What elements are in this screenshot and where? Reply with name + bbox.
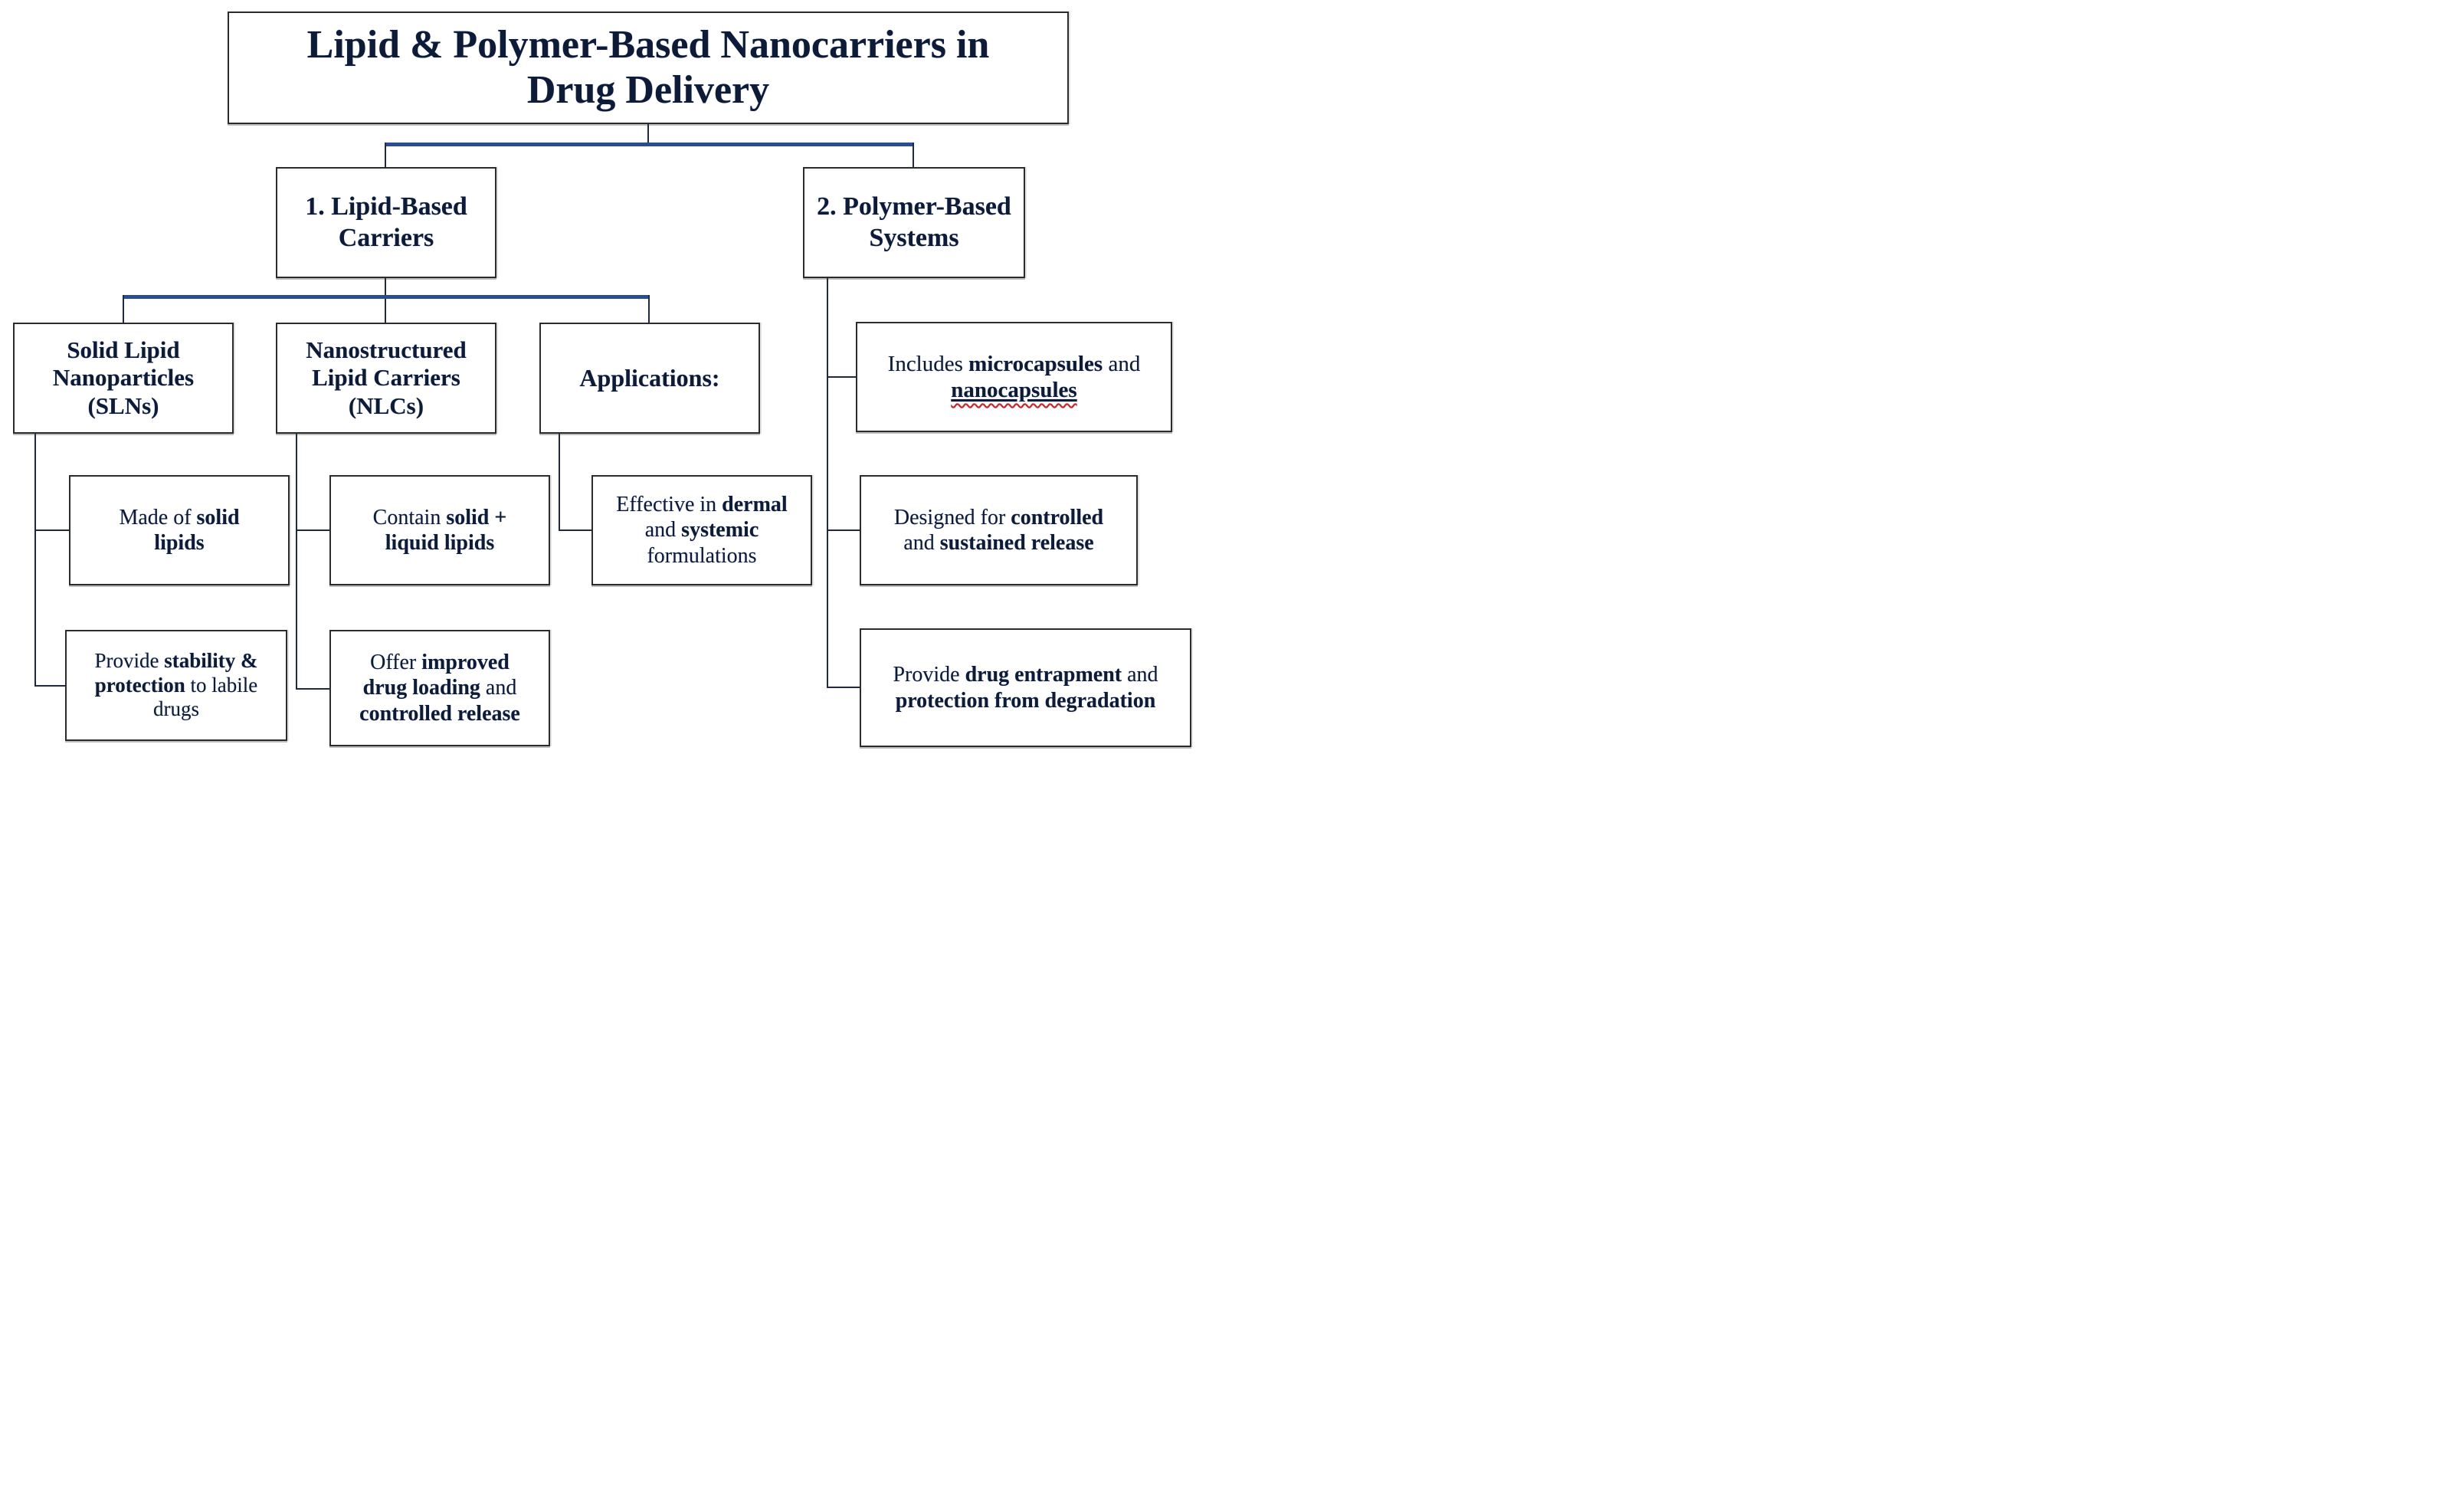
- drug-entrapment-box: Provide drug entrapment and protection f…: [860, 628, 1191, 747]
- effective-formulations-text: Effective in dermal and systemic formula…: [616, 493, 788, 568]
- connector-lipid-stem: [385, 277, 386, 323]
- connector-sln-trunk: [34, 433, 36, 687]
- connector-lipid-drop: [385, 143, 386, 167]
- connector-nlc-stub-2: [296, 688, 329, 690]
- connector-polymer-trunk: [827, 277, 828, 688]
- drug-entrapment-text: Provide drug entrapment and protection f…: [893, 663, 1158, 713]
- effective-formulations-box: Effective in dermal and systemic formula…: [591, 475, 812, 585]
- drug-loading-text: Offer improved drug loading and controll…: [359, 651, 520, 726]
- contain-lipids-box: Contain solid + liquid lipids: [329, 475, 550, 585]
- connector-polymer-stub-2: [827, 529, 860, 531]
- contain-lipids-text: Contain solid + liquid lipids: [372, 505, 507, 555]
- connector-level2-horizontal: [123, 295, 650, 299]
- connector-nlc-trunk: [296, 433, 297, 690]
- connector-polymer-stub-1: [827, 376, 856, 378]
- applications-text: Applications:: [579, 363, 720, 392]
- applications-box: Applications:: [539, 323, 760, 434]
- includes-capsules-box: Includes microcapsules and nanocapsules: [856, 322, 1172, 432]
- designed-release-box: Designed for controlled and sustained re…: [860, 475, 1138, 585]
- made-of-solid-lipids-text: Made of solid lipids: [119, 505, 240, 555]
- includes-capsules-text: Includes microcapsules and nanocapsules: [887, 351, 1141, 402]
- connector-sln-stub-2: [34, 685, 65, 687]
- drug-loading-box: Offer improved drug loading and controll…: [329, 630, 550, 746]
- connector-polymer-drop: [913, 143, 914, 167]
- connector-nlc-stub-1: [296, 529, 329, 531]
- connector-applications-stem: [559, 433, 560, 531]
- stability-protection-box: Provide stability & protection to labile…: [65, 630, 287, 741]
- connector-sln-stub-1: [34, 529, 69, 531]
- connector-sln-drop: [123, 295, 124, 323]
- connector-polymer-stub-3: [827, 687, 860, 688]
- designed-release-text: Designed for controlled and sustained re…: [893, 505, 1104, 555]
- made-of-solid-lipids-box: Made of solid lipids: [69, 475, 290, 585]
- connector-level1-horizontal: [385, 143, 914, 146]
- connector-title-stem: [647, 124, 649, 146]
- connector-applications-stub: [559, 529, 591, 531]
- stability-protection-text: Provide stability & protection to labile…: [94, 648, 258, 721]
- connector-applications-drop: [648, 295, 650, 323]
